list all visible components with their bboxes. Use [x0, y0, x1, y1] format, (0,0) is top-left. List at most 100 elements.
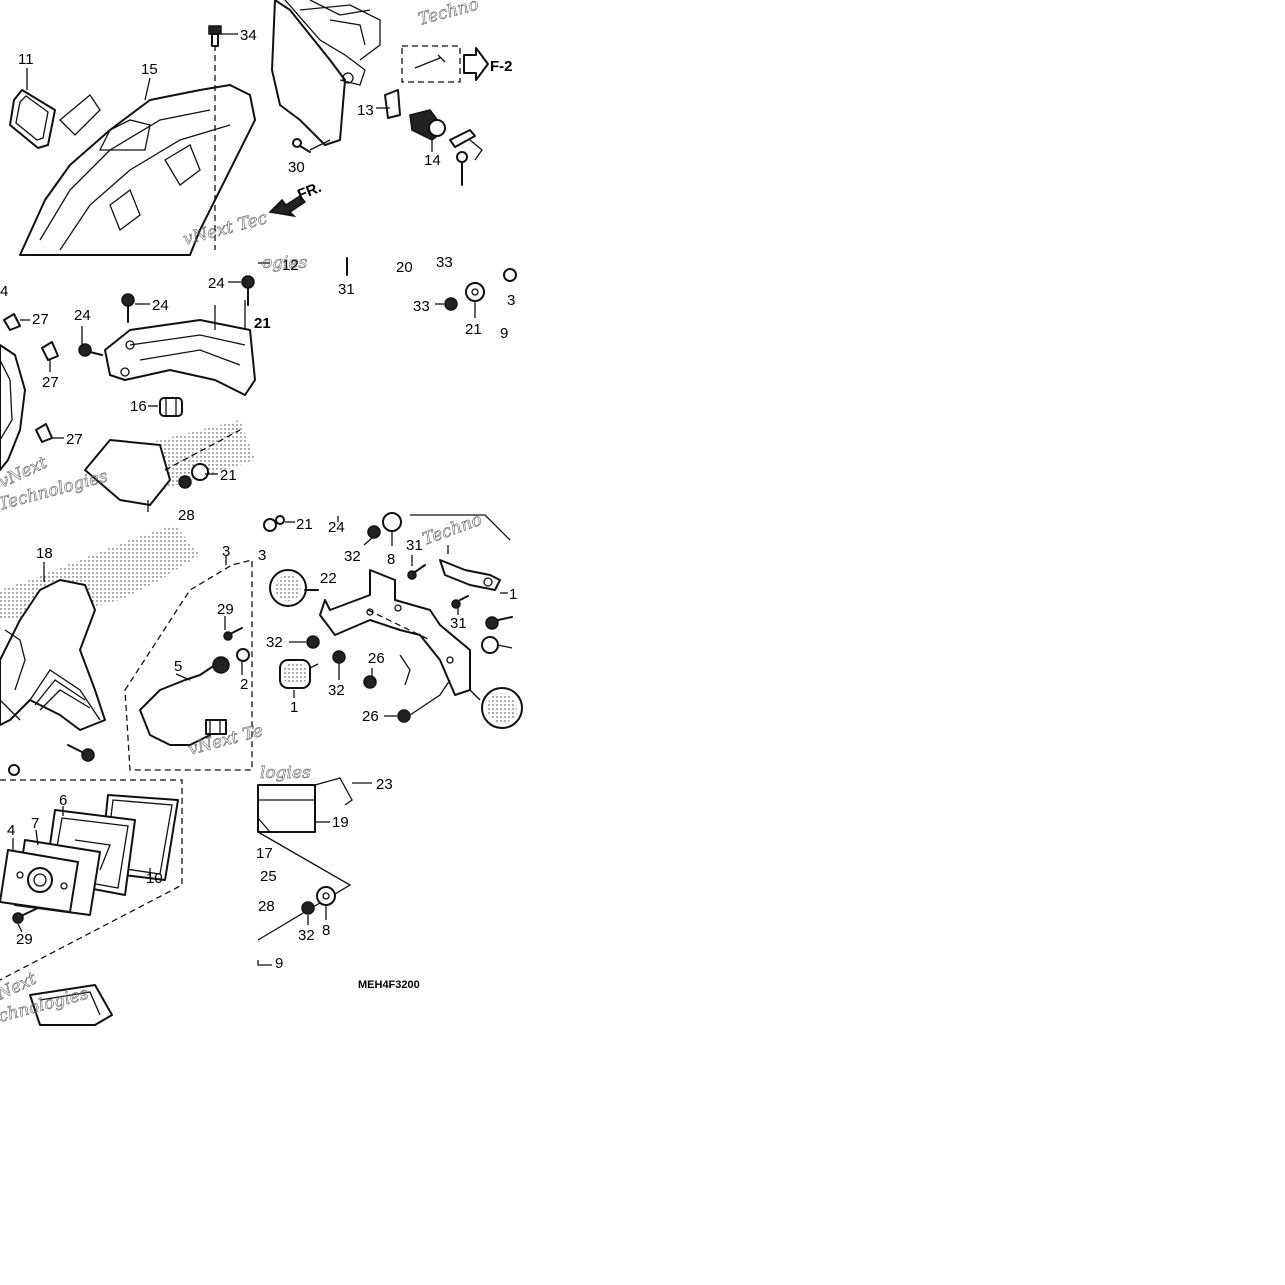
nut-icon: [363, 675, 377, 689]
bulb-socket-icon: [212, 648, 250, 674]
callout-label: 21: [220, 467, 237, 484]
nut-icon: [397, 709, 411, 723]
collar-icon: [316, 886, 336, 906]
callout-label: 32: [328, 682, 345, 699]
screw-icon: [451, 595, 469, 609]
callout-label: 32: [298, 927, 315, 944]
bolt-icon: [78, 343, 103, 357]
bolt-icon: [121, 293, 135, 323]
front-arrow-icon: [268, 195, 307, 218]
ref-arrow-label: F-2: [490, 58, 513, 75]
callout-label: 17: [256, 845, 273, 862]
callout-label: 29: [217, 601, 234, 618]
callout-label: 9: [275, 955, 283, 972]
screw-icon: [223, 627, 243, 641]
rear-fender-part: [19, 84, 256, 256]
callout-label: 27: [42, 374, 59, 391]
screw-icon: [12, 907, 39, 924]
callout-label: 6: [59, 792, 67, 809]
tile-seat-lock: FR. F-2 Techno: [268, 0, 513, 218]
callout-label: 4: [7, 822, 15, 839]
nut-icon: [301, 901, 315, 915]
tile-license-bracket: Techno: [263, 509, 523, 729]
callout-label: 8: [387, 551, 395, 568]
inner-fender-part: [0, 344, 26, 471]
callout-label: 1: [290, 699, 298, 716]
bolt-icon: [485, 616, 513, 630]
tile-license-light: logies: [257, 763, 372, 966]
callout-label: 1: [509, 586, 517, 603]
rear-cowl-part: [0, 579, 106, 731]
callout-label: 5: [174, 658, 182, 675]
watermark: Techno: [416, 0, 481, 30]
front-arrow-label: FR.: [295, 179, 324, 204]
watermark: logies: [260, 763, 311, 783]
callout-label: 32: [266, 634, 283, 651]
callout-label: 21: [254, 315, 271, 332]
callout-label: 29: [16, 931, 33, 948]
bolt-icon: [241, 275, 255, 306]
callout-label: 3: [222, 543, 230, 560]
callout-label: 3: [507, 292, 515, 309]
callout-label: 34: [240, 27, 257, 44]
clip-nut-icon: [41, 341, 59, 361]
clip-nut-icon: [35, 423, 53, 443]
callout-label: 31: [406, 537, 423, 554]
watermark: ogies: [262, 253, 308, 273]
callout-label: 27: [66, 431, 83, 448]
rear-reflector-icon: [279, 659, 319, 689]
callout-label: 25: [260, 868, 277, 885]
screw-icon: [292, 138, 311, 153]
callout-label: 27: [32, 311, 49, 328]
callout-label: 31: [338, 281, 355, 298]
callout-label: 26: [368, 650, 385, 667]
license-light-housing-part: [257, 784, 316, 833]
nut-icon: [332, 650, 346, 664]
stay-plate-part: [84, 439, 171, 506]
tile-light-exploded: Next chnologies: [0, 779, 183, 1027]
callout-label: 3: [258, 547, 266, 564]
callout-label: 23: [376, 776, 393, 793]
callout-label: 9: [500, 325, 508, 342]
wire-harness-icon: [139, 664, 227, 746]
callout-label: 14: [424, 152, 441, 169]
watermark: Techno: [420, 510, 485, 550]
callout-label: 30: [288, 159, 305, 176]
callout-label: 24: [152, 297, 169, 314]
tile-washers-strip: ogies: [258, 253, 517, 318]
clip-part: [384, 89, 401, 119]
callout-label: 21: [465, 321, 482, 338]
callout-label: 2: [240, 676, 248, 693]
callout-label: 20: [396, 259, 413, 276]
callout-label: 19: [332, 814, 349, 831]
tile-rear-fender: vNext Tec: [9, 25, 270, 256]
callout-label: 26: [362, 708, 379, 725]
callout-label: 24: [208, 275, 225, 292]
bracket-arm-part: [439, 559, 501, 591]
tile-bracket: vNext Technologies: [0, 275, 256, 515]
clip-nut-icon: [3, 313, 21, 331]
bolt-icon: [67, 744, 95, 762]
callout-label: 15: [141, 61, 158, 78]
mudguard-part: [271, 0, 346, 146]
callout-label: 28: [178, 507, 195, 524]
callout-label: 13: [357, 102, 374, 119]
callout-label: 24: [328, 519, 345, 536]
callout-label: 4: [0, 283, 8, 300]
callout-label: 10: [146, 870, 163, 887]
screw-icon: [407, 564, 426, 580]
callout-label: 32: [344, 548, 361, 565]
key-icon: [449, 129, 476, 186]
callout-label: 11: [18, 51, 34, 68]
tile-rear-cowl: vNext Te: [0, 525, 265, 776]
callout-label: 31: [450, 615, 467, 632]
ref-arrow-icon: [463, 47, 489, 81]
reflector-icon: [469, 687, 523, 729]
callout-label: 33: [413, 298, 430, 315]
callout-label: 18: [36, 545, 53, 562]
callout-label: 33: [436, 254, 453, 271]
callout-label: 21: [296, 516, 313, 533]
callout-label: 16: [130, 398, 147, 415]
callout-label: 7: [31, 815, 39, 832]
